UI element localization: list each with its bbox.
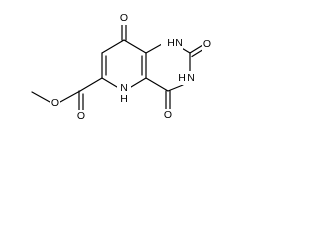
atom-n1-nitrogen: N — [175, 37, 183, 49]
bond-methyl-o — [31, 91, 51, 103]
atom-o4-oxygen: O — [164, 109, 172, 121]
atom-o2-oxygen: O — [203, 38, 211, 50]
bond-n3-c4 — [167, 84, 184, 92]
atom-n5-nitrogen: N — [120, 82, 128, 94]
bond-n5-c6 — [101, 77, 118, 88]
bond-c7-c8 — [101, 39, 125, 54]
bond-o-ester-carbon — [59, 90, 81, 103]
bond-c2-o2-1 — [189, 44, 204, 54]
atom-n3-nitrogen: N — [187, 72, 195, 84]
bond-c8-c8a — [123, 39, 147, 54]
bond-ester-c6 — [79, 77, 103, 92]
chemical-structure-diagram: O O N H O H N O H N O — [31, 12, 213, 122]
bond-c4a-n5 — [130, 77, 147, 88]
atom-labels: O O N H O H N O H N O — [50, 12, 213, 122]
atom-n1-hydrogen: H — [167, 37, 175, 49]
bond-c4-c4a — [145, 77, 169, 92]
atom-ester-carbonyl-oxygen: O — [77, 110, 85, 122]
atom-ester-methoxy-oxygen: O — [51, 97, 59, 109]
atom-o8-oxygen: O — [120, 12, 128, 24]
atom-n3-hydrogen: H — [178, 72, 186, 84]
bonds — [31, 23, 206, 112]
bond-c8a-n1 — [145, 43, 163, 54]
atom-n5-hydrogen: H — [120, 93, 128, 105]
